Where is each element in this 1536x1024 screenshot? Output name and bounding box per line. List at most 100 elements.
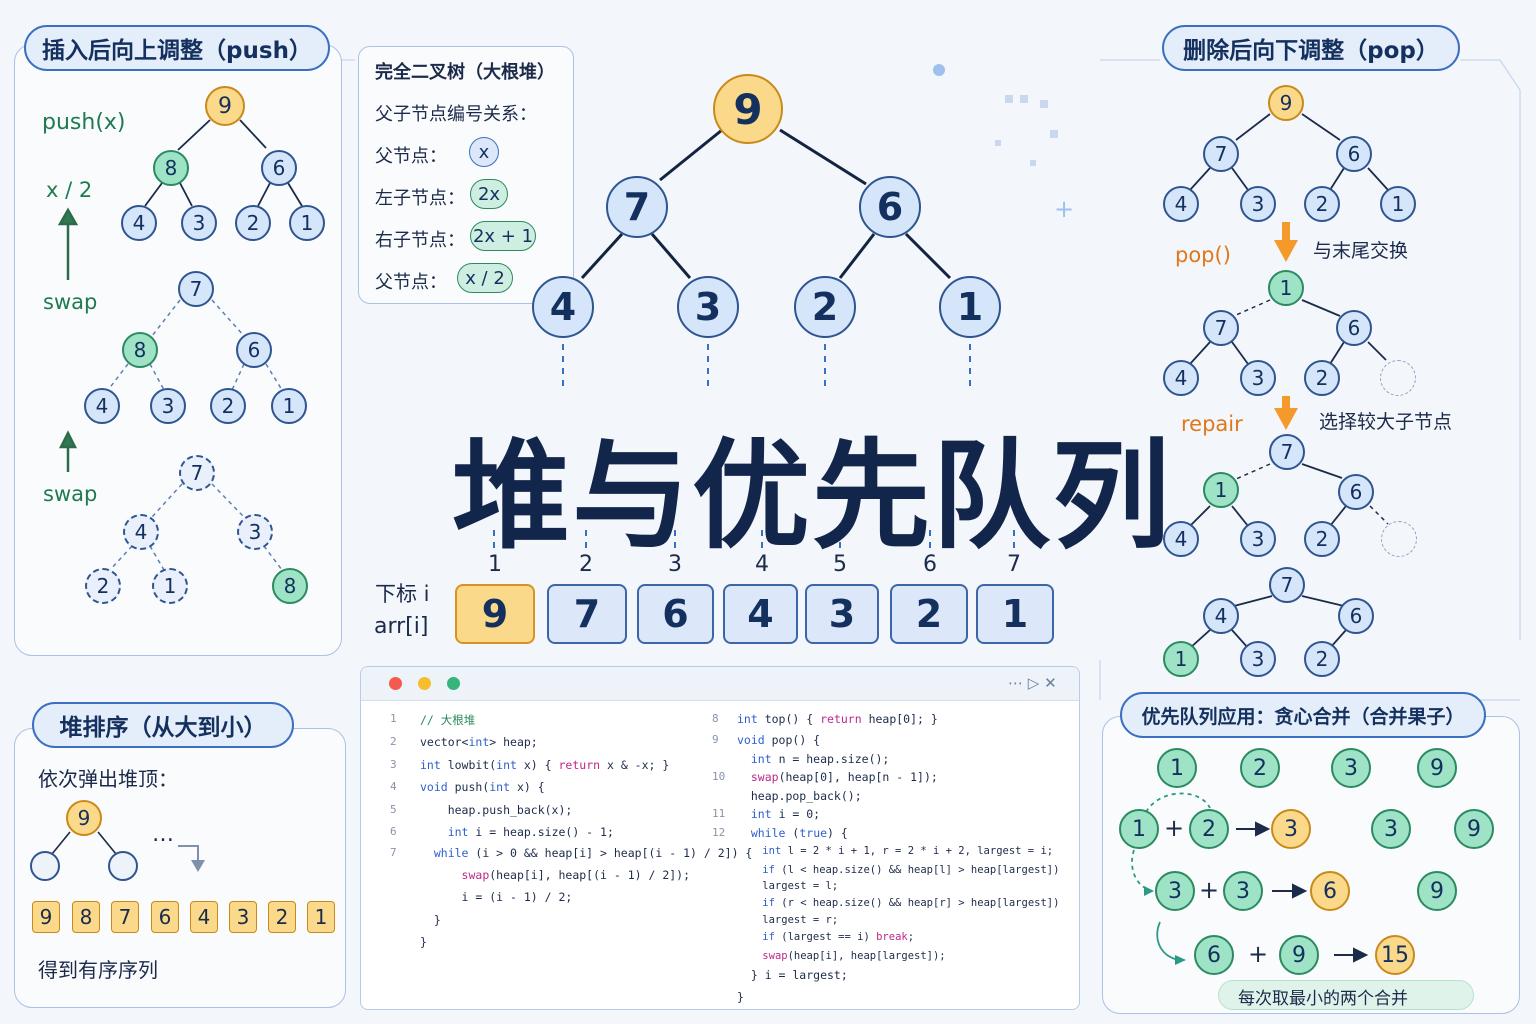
heapsort-ellipsis: …: [152, 822, 174, 847]
array-index: 2: [579, 552, 593, 577]
main-tree-node: 6: [859, 176, 921, 238]
main-tree-root: 9: [713, 74, 783, 144]
push-t1-node: 8: [153, 150, 189, 186]
relation-row-value: x / 2: [457, 263, 513, 293]
main-tree-node: 7: [606, 176, 668, 238]
greedy-note: 每次取最小的两个合并: [1238, 989, 1408, 1009]
greedy-r3-b: 3: [1223, 871, 1263, 911]
code-line: heap.pop_back();: [737, 789, 862, 803]
push-t2-node: 1: [271, 388, 307, 424]
relation-row-value: 2x: [470, 179, 508, 209]
push-t3-node: 2: [85, 568, 121, 604]
greedy-plus: +: [1199, 876, 1220, 904]
line-number: 11: [712, 807, 726, 820]
push-t1-node: 6: [261, 150, 297, 186]
line-number: 5: [390, 803, 397, 816]
pop-t4-node: 2: [1304, 641, 1340, 677]
pop-swap-note: 与末尾交换: [1313, 240, 1409, 262]
code-line: heap.push_back(x);: [420, 803, 573, 817]
greedy-r1-node: 1: [1157, 748, 1197, 788]
pop-t2-node: 3: [1240, 360, 1276, 396]
window-maximize-dot[interactable]: [447, 677, 460, 690]
pop-t4-node: 1: [1163, 641, 1199, 677]
relation-row-label: 右子节点：: [375, 230, 465, 251]
push-t1-node: 9: [205, 86, 245, 126]
greedy-r1-node: 2: [1240, 748, 1280, 788]
greedy-r2-b: 2: [1189, 809, 1229, 849]
line-number: 3: [390, 758, 397, 771]
code-window-titlebar: [361, 667, 1079, 701]
code-line: largest = r;: [737, 914, 839, 926]
heapsort-pop-note: 依次弹出堆顶：: [38, 767, 178, 791]
code-line: swap(heap[0], heap[n - 1]);: [750, 770, 938, 784]
greedy-r3-rest: 9: [1417, 871, 1457, 911]
array-cell: 6: [637, 584, 714, 644]
pop-t2-node: 1: [1268, 270, 1304, 306]
push-label: push(x): [42, 110, 126, 135]
heapsort-seq-cell: 7: [111, 901, 139, 933]
heapsort-heading: 堆排序（从大到小）: [32, 702, 294, 748]
pop-empty-slot: [1380, 360, 1416, 396]
pop-t4-node: 4: [1203, 598, 1239, 634]
pop-empty-slot: [1381, 521, 1417, 557]
push-t2-node: 6: [236, 332, 272, 368]
pop-t1-node: 2: [1304, 186, 1340, 222]
pop-t4-node: 3: [1240, 641, 1276, 677]
pop-heading: 删除后向下调整（pop）: [1162, 25, 1460, 71]
code-line: if (largest == i) break;: [762, 931, 915, 943]
greedy-heading: 优先队列应用：贪心合并（合并果子）: [1120, 692, 1486, 738]
pop-t4-node: 7: [1269, 567, 1305, 603]
pop-t3-node: 2: [1304, 521, 1340, 557]
array-index: 7: [1007, 552, 1021, 577]
array-index: 4: [755, 552, 769, 577]
window-minimize-dot[interactable]: [418, 677, 431, 690]
array-index: 5: [833, 552, 847, 577]
main-tree-node: 2: [794, 276, 856, 338]
line-number: 2: [390, 735, 397, 748]
code-line: }: [420, 913, 441, 927]
swap-label-2: swap: [43, 482, 98, 506]
push-t1-node: 3: [181, 205, 217, 241]
window-menu-icon[interactable]: ⋯ ▷ ✕: [1008, 674, 1057, 692]
pop-t1-node: 3: [1240, 186, 1276, 222]
push-t2-node: 3: [150, 388, 186, 424]
line-number: 10: [712, 770, 726, 783]
array-index: 1: [488, 552, 502, 577]
greedy-r2-rest: 3: [1371, 809, 1411, 849]
greedy-r2-rest: 9: [1454, 809, 1494, 849]
main-tree-node: 4: [532, 276, 594, 338]
code-line: }: [420, 935, 427, 949]
greedy-r1-node: 9: [1417, 748, 1457, 788]
array-cell: 2: [890, 584, 968, 644]
push-t1-node: 1: [289, 205, 325, 241]
code-line: while (i > 0 && heap[i] > heap[(i - 1) /…: [433, 846, 753, 860]
push-t2-node: 7: [178, 271, 214, 307]
heapsort-seq-cell: 1: [307, 901, 335, 933]
array-index: 3: [668, 552, 682, 577]
svg-text:+: +: [1054, 195, 1074, 223]
code-line: void pop() {: [737, 733, 821, 747]
line-number: 8: [712, 712, 719, 725]
array-cell: 7: [547, 584, 627, 644]
code-line: void push(int x) {: [420, 780, 545, 794]
code-line: largest = l;: [737, 880, 839, 892]
array-index-label: 下标 i: [375, 582, 430, 606]
greedy-r4-a: 6: [1194, 935, 1234, 975]
push-t3-node: 1: [152, 568, 188, 604]
pop-t3-node: 4: [1163, 521, 1199, 557]
window-close-dot[interactable]: [389, 677, 402, 690]
heapsort-seq-cell: 2: [268, 901, 296, 933]
push-t1-node: 4: [121, 205, 157, 241]
code-line: if (l < heap.size() && heap[l] > heap[la…: [762, 864, 1060, 876]
line-number: 6: [390, 825, 397, 838]
array-value-label: arr[i]: [374, 614, 429, 639]
code-line: int n = heap.size();: [750, 752, 890, 766]
code-line: // 大根堆: [420, 713, 476, 727]
code-line: } i = largest;: [737, 968, 848, 982]
code-line: int lowbit(int x) { return x & -x; }: [420, 758, 670, 772]
swap-label-1: swap: [43, 290, 98, 314]
